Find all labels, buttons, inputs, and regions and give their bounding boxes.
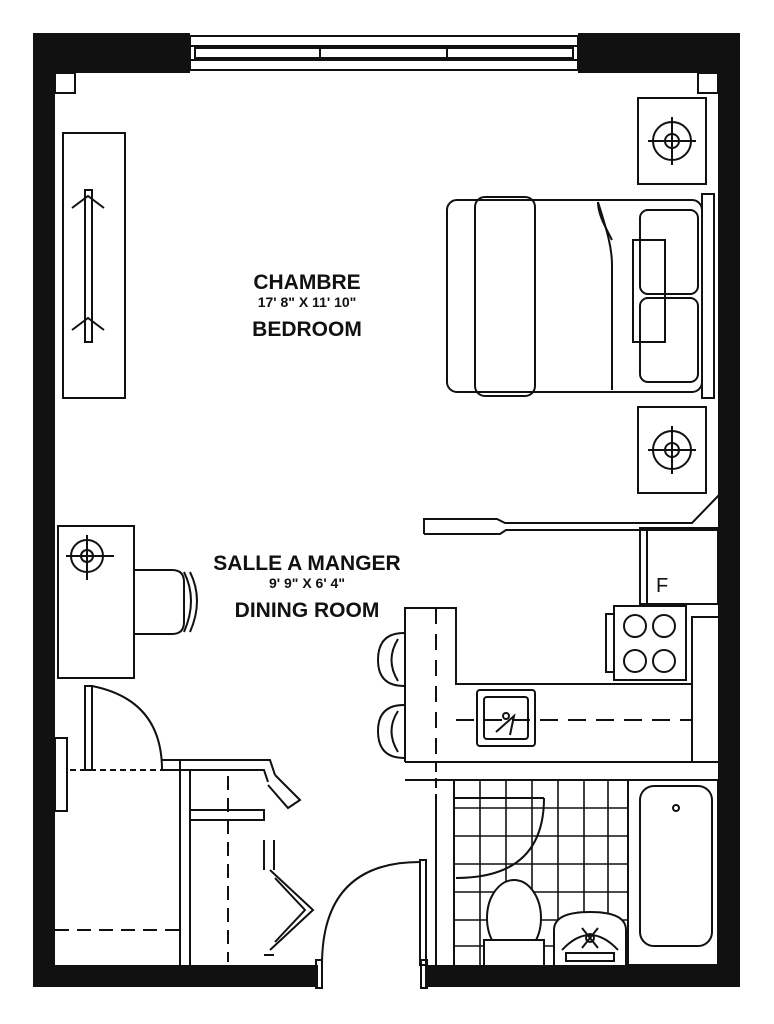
dining-name-en: DINING ROOM — [235, 599, 380, 622]
bed — [446, 193, 715, 399]
fridge — [639, 527, 719, 605]
window — [189, 35, 579, 71]
dining-table — [57, 525, 135, 679]
bedroom-name-fr: CHAMBRE — [253, 271, 360, 294]
bedroom-name-en: BEDROOM — [252, 318, 362, 341]
closet-door-left — [54, 685, 163, 812]
dining-name-fr: SALLE A MANGER — [213, 552, 400, 575]
fridge-label: F — [656, 575, 668, 597]
chair — [134, 569, 198, 635]
bedroom-dimensions: 17' 8" X 11' 10" — [258, 294, 357, 310]
dining-label: SALLE A MANGER 9' 9" X 6' 4" DINING ROOM — [213, 552, 400, 622]
partition-wall — [423, 493, 721, 535]
bathtub — [639, 785, 713, 947]
closet-walls — [55, 759, 315, 965]
dining-dimensions: 9' 9" X 6' 4" — [269, 575, 345, 591]
toilet — [483, 879, 545, 967]
kitchen-counter — [404, 607, 720, 795]
nightstand-bottom — [637, 406, 707, 494]
bathroom-sink — [553, 910, 627, 965]
bar-stools — [376, 632, 405, 759]
bedroom-label: CHAMBRE 17' 8" X 11' 10" BEDROOM — [252, 271, 362, 341]
nightstand-top — [637, 97, 707, 185]
bathroom — [435, 779, 719, 966]
stove — [605, 605, 687, 681]
entry-door — [315, 859, 428, 989]
wardrobe-closet — [62, 132, 126, 399]
exterior-walls — [33, 33, 740, 987]
kitchen-sink — [476, 689, 536, 747]
